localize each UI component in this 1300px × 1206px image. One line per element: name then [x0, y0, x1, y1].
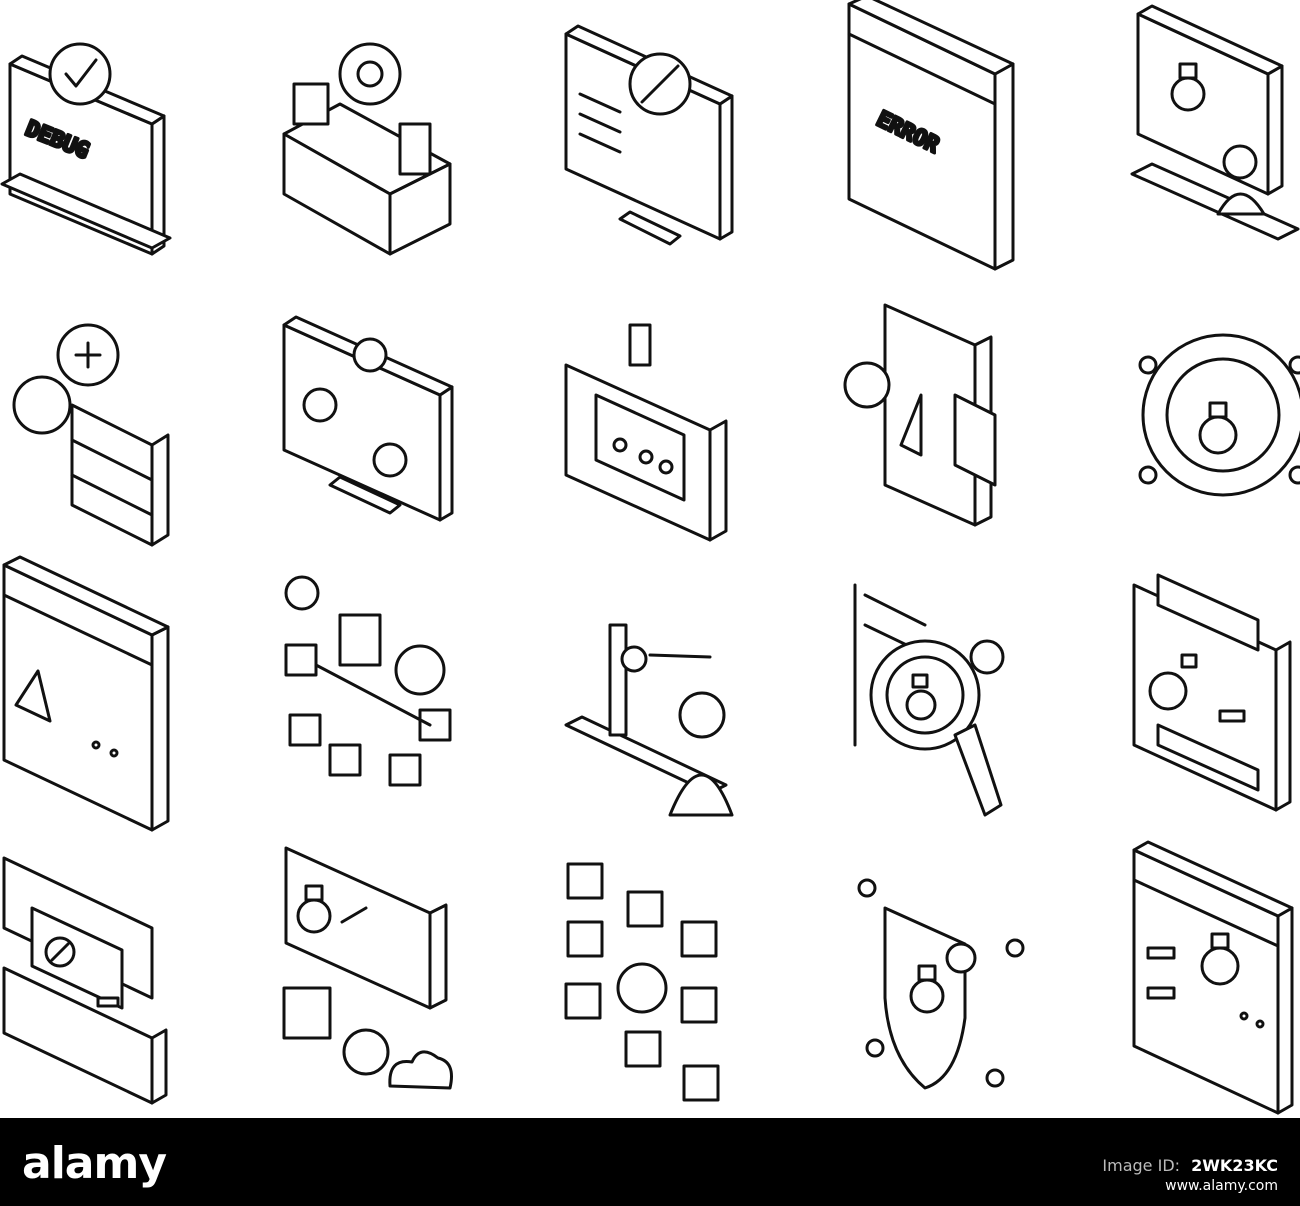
- image-id-label: Image ID:: [1102, 1156, 1181, 1175]
- site-url: www.alamy.com: [1165, 1178, 1278, 1194]
- presentation-bug-icon: [1128, 4, 1300, 274]
- cubes-gear-icon: [560, 848, 750, 1118]
- monitor-forbidden-icon: [560, 4, 750, 274]
- document-bug-icon: [1128, 840, 1300, 1118]
- watermark-footer: alamy Image ID: 2WK23KC www.alamy.com: [0, 1118, 1300, 1206]
- billboard-cloud-icon: [280, 846, 470, 1118]
- developer-board-icon: [560, 565, 750, 835]
- shield-bug-icon: [845, 848, 1035, 1118]
- magnifier-bug-icon: [845, 565, 1035, 835]
- card-bug-icon: [1128, 565, 1300, 835]
- image-id-value: 2WK23KC: [1191, 1156, 1278, 1175]
- puzzle-bug-icon: [843, 285, 1035, 555]
- blocks-gear-icon: [280, 4, 470, 274]
- icon-sheet: DEBUG: [0, 0, 1300, 1118]
- network-boxes-icon: [280, 565, 470, 835]
- server-error-icon: [2, 285, 192, 555]
- gear-bug-icon: [1128, 285, 1300, 555]
- error-window-icon: ERROR: [845, 0, 1035, 274]
- warning-window-icon: [2, 555, 192, 835]
- debug-laptop-icon: DEBUG: [0, 4, 192, 274]
- brand-logo: alamy: [22, 1138, 167, 1189]
- folder-bug-icon: [560, 285, 750, 555]
- monitor-bugs-icon: [280, 285, 470, 555]
- windows-stack-icon: [2, 848, 192, 1118]
- image-id: Image ID: 2WK23KC: [1102, 1156, 1278, 1175]
